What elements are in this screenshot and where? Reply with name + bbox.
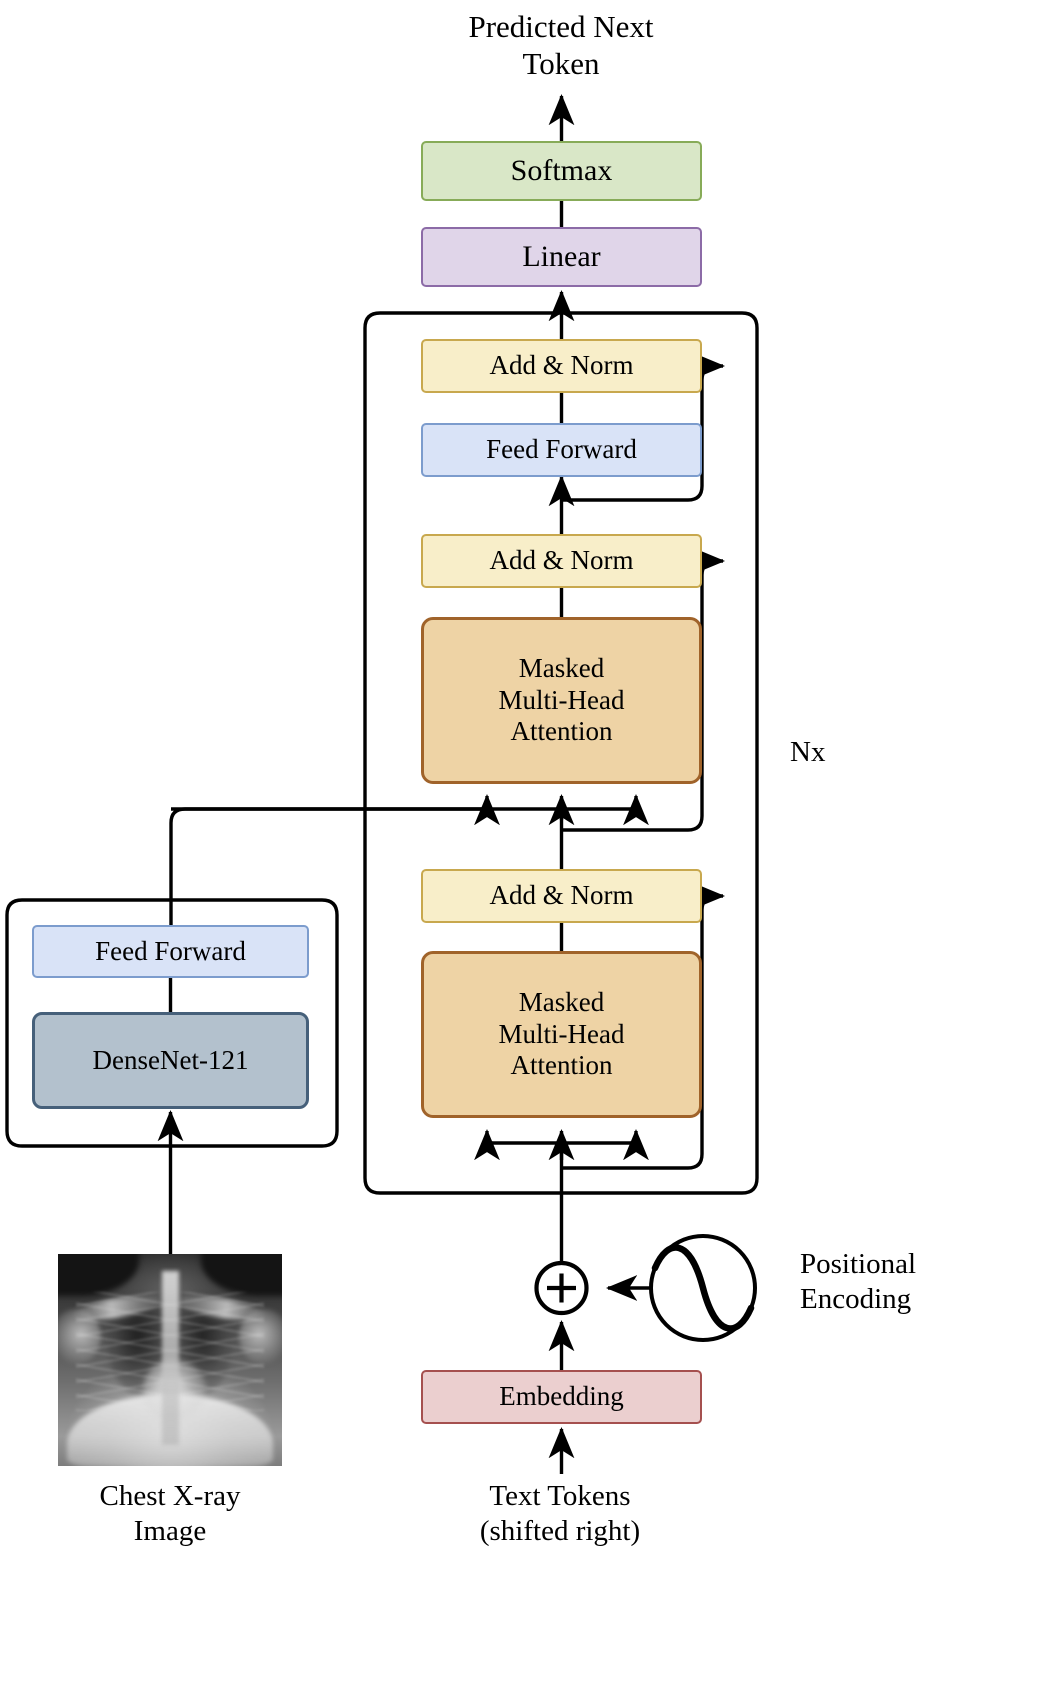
add-norm-block-mid[interactable]: Add & Norm xyxy=(421,534,702,588)
add-operator-circle xyxy=(534,1260,589,1316)
chest-xray-image xyxy=(58,1254,282,1466)
chest-xray-caption: Chest X-ray Image xyxy=(99,1480,241,1547)
arrow-encoder-to-crossattn-value xyxy=(171,793,649,826)
add-norm-mid-label: Add & Norm xyxy=(489,545,634,576)
embedding-label: Embedding xyxy=(499,1381,624,1412)
add-operator-plus xyxy=(547,1273,576,1303)
text-tokens-caption: Text Tokens (shifted right) xyxy=(479,1480,641,1547)
softmax-block[interactable]: Softmax xyxy=(421,141,702,201)
cross-attention-block[interactable]: Masked Multi-Head Attention xyxy=(421,617,702,784)
positional-encoding-label: Positional Encoding xyxy=(800,1248,917,1315)
cross-attention-label: Masked Multi-Head Attention xyxy=(498,652,625,747)
densenet-label: DenseNet-121 xyxy=(92,1044,249,1075)
arrow-selfattn-query xyxy=(474,1128,562,1161)
page-title: Predicted Next Token xyxy=(468,9,654,82)
self-attention-label: Masked Multi-Head Attention xyxy=(498,986,625,1081)
add-norm-top-label: Add & Norm xyxy=(489,350,634,381)
positional-encoding-circle xyxy=(649,1234,757,1342)
feed-forward-block-encoder[interactable]: Feed Forward xyxy=(32,925,309,978)
feed-forward-decoder-label: Feed Forward xyxy=(486,434,637,465)
stack-repeat-label: Nx xyxy=(790,736,826,768)
densenet-backbone-block[interactable]: DenseNet-121 xyxy=(32,1012,309,1109)
softmax-label: Softmax xyxy=(510,154,613,188)
add-norm-bottom-label: Add & Norm xyxy=(489,880,634,911)
add-norm-block-top[interactable]: Add & Norm xyxy=(421,339,702,393)
feed-forward-block-decoder[interactable]: Feed Forward xyxy=(421,423,702,477)
self-attention-block[interactable]: Masked Multi-Head Attention xyxy=(421,951,702,1118)
sine-wave-icon xyxy=(651,1244,755,1332)
add-norm-block-bottom[interactable]: Add & Norm xyxy=(421,869,702,923)
linear-block[interactable]: Linear xyxy=(421,227,702,287)
embedding-block[interactable]: Embedding xyxy=(421,1370,702,1424)
linear-label: Linear xyxy=(522,240,601,274)
arrow-selfattn-value xyxy=(561,1128,649,1161)
feed-forward-encoder-label: Feed Forward xyxy=(95,935,246,966)
